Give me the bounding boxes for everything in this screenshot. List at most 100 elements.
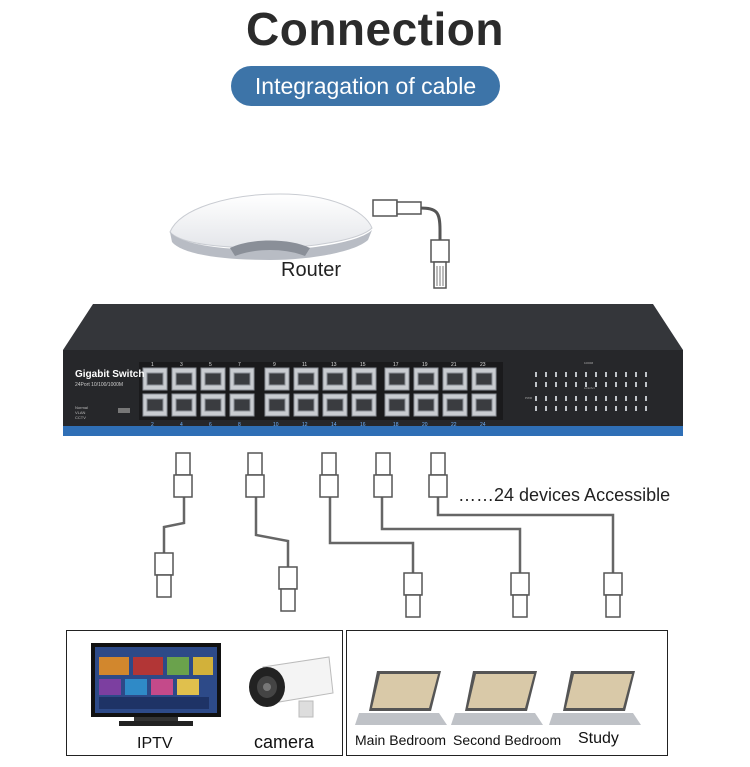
port-socket	[233, 398, 251, 412]
status-led	[645, 382, 647, 387]
port-number: 20	[422, 422, 428, 428]
port-socket	[355, 372, 373, 386]
status-led	[605, 382, 607, 387]
status-led	[565, 406, 567, 411]
port-socket	[417, 398, 435, 412]
status-led	[595, 406, 597, 411]
port-socket	[475, 398, 493, 412]
status-led	[645, 396, 647, 401]
status-led	[565, 396, 567, 401]
port-number: 22	[451, 422, 457, 428]
tv-image	[91, 643, 221, 726]
status-led	[595, 396, 597, 401]
mode-switch[interactable]	[118, 408, 130, 413]
status-led	[555, 406, 557, 411]
port-socket	[233, 372, 251, 386]
status-led	[625, 372, 627, 377]
port-socket	[175, 398, 193, 412]
port-socket	[326, 372, 344, 386]
port-socket	[355, 398, 373, 412]
status-led	[595, 382, 597, 387]
port-socket	[475, 372, 493, 386]
laptops-box: Main Bedroom Second Bedroom Study	[346, 630, 668, 756]
port-number: 19	[422, 362, 428, 368]
port-socket	[417, 372, 435, 386]
port-socket	[146, 372, 164, 386]
port-socket	[446, 372, 464, 386]
status-led	[545, 406, 547, 411]
port-number: 8	[238, 422, 241, 428]
page-title: Connection	[246, 3, 504, 55]
status-led	[535, 406, 537, 411]
port-number: 21	[451, 362, 457, 368]
status-led	[565, 372, 567, 377]
camera-image	[249, 656, 334, 718]
main-bedroom-label: Main Bedroom	[355, 732, 447, 748]
status-led	[535, 382, 537, 387]
status-led	[585, 396, 587, 401]
status-led	[585, 406, 587, 411]
devices-note: ……24 devices Accessible	[458, 485, 671, 505]
port-socket	[297, 398, 315, 412]
port-socket	[204, 372, 222, 386]
port-socket	[446, 398, 464, 412]
port-socket	[388, 398, 406, 412]
led-pwr: PWR	[525, 396, 532, 400]
status-led	[635, 406, 637, 411]
laptop-study-image	[549, 671, 641, 725]
iptv-label: IPTV	[137, 735, 173, 752]
status-led	[605, 372, 607, 377]
status-led	[645, 406, 647, 411]
status-led	[595, 372, 597, 377]
port-number: 11	[302, 362, 308, 368]
router-image	[169, 193, 373, 260]
second-bedroom-label: Second Bedroom	[453, 732, 562, 748]
tv-camera-box: IPTV camera	[66, 630, 343, 756]
status-led	[625, 396, 627, 401]
port-socket	[268, 372, 286, 386]
led-header: 1000M	[584, 361, 594, 365]
status-led	[605, 396, 607, 401]
port-number: 3	[180, 362, 183, 368]
port-socket	[326, 398, 344, 412]
camera-label: camera	[254, 732, 315, 752]
led-mid: Link/Act	[584, 386, 595, 390]
study-label: Study	[578, 730, 619, 747]
port-number: 12	[302, 422, 308, 428]
status-led	[605, 406, 607, 411]
switch-name: Gigabit Switch	[75, 369, 145, 380]
status-led	[575, 396, 577, 401]
gigabit-switch: Gigabit Switch 24Port 10/100/1000M Norma…	[63, 304, 683, 438]
port-socket	[297, 372, 315, 386]
laptop-second-bedroom-image	[451, 671, 543, 725]
status-led	[615, 372, 617, 377]
switch-spec: 24Port 10/100/1000M	[75, 382, 124, 388]
port-number: 7	[238, 362, 241, 368]
port-socket	[204, 398, 222, 412]
laptop-main-bedroom-image	[355, 671, 447, 725]
status-led	[575, 406, 577, 411]
port-socket	[175, 372, 193, 386]
status-led	[575, 372, 577, 377]
port-number: 6	[209, 422, 212, 428]
port-number: 16	[360, 422, 366, 428]
port-number: 2	[151, 422, 154, 428]
status-led	[575, 382, 577, 387]
port-socket	[388, 372, 406, 386]
port-socket	[146, 398, 164, 412]
port-number: 17	[393, 362, 399, 368]
status-led	[625, 406, 627, 411]
port-number: 14	[331, 422, 337, 428]
status-led	[535, 372, 537, 377]
status-led	[625, 382, 627, 387]
port-number: 10	[273, 422, 279, 428]
status-led	[565, 382, 567, 387]
port-number: 13	[331, 362, 337, 368]
status-led	[635, 382, 637, 387]
status-led	[545, 372, 547, 377]
port-number: 5	[209, 362, 212, 368]
status-led	[555, 382, 557, 387]
status-led	[545, 382, 547, 387]
status-led	[635, 372, 637, 377]
port-socket	[268, 398, 286, 412]
